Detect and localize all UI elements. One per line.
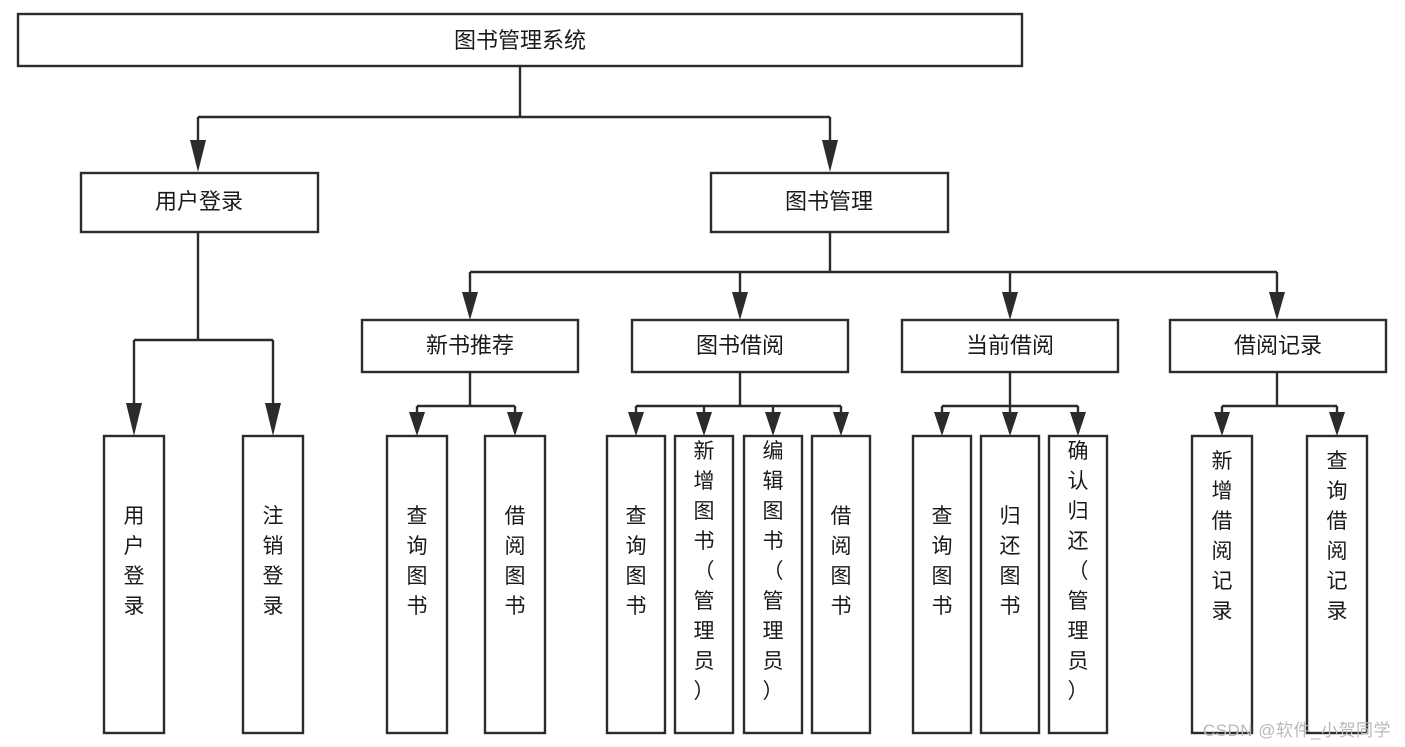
leaf-node[interactable]: 用户登录: [102, 434, 166, 735]
leaf-node[interactable]: 借阅图书: [483, 434, 547, 735]
node-user-login-box[interactable]: [79, 171, 320, 234]
arrow-head-leaf-borrow-record-0: [1214, 412, 1230, 436]
arrow-head-leaf-user-login-1: [265, 403, 281, 436]
leaf-book-borrow-0-box[interactable]: [605, 434, 667, 735]
leaf-book-borrow-3-label: 借阅图书: [831, 505, 852, 618]
arrow-head-borrowrecord: [1269, 292, 1285, 320]
leaf-borrow-record-0-label: 新增借阅记录: [1212, 450, 1233, 623]
arrow-head-leaf-current-borrow-1: [1002, 412, 1018, 436]
node-user-login[interactable]: 用户登录: [79, 171, 320, 234]
leaf-new-book-1-box[interactable]: [483, 434, 547, 735]
arrow-head-userlogin: [190, 140, 206, 172]
leaf-node[interactable]: 注销登录: [241, 434, 305, 735]
connector-group-bookborrow-leaves: [628, 372, 849, 436]
leaf-book-borrow-2-label: 编辑图书（管理员）: [763, 440, 784, 703]
node-new-book-recommend-box[interactable]: [360, 318, 580, 374]
leaf-user-login-1-box[interactable]: [241, 434, 305, 735]
leaf-node[interactable]: 编辑图书（管理员）: [742, 434, 804, 735]
connector-group-currentborrow-leaves: [934, 372, 1086, 436]
leaf-node[interactable]: 确认归还（管理员）: [1047, 434, 1109, 735]
leaf-book-borrow-1-box[interactable]: [673, 434, 735, 735]
leaf-node[interactable]: 借阅图书: [810, 434, 872, 735]
leaf-node[interactable]: 查询借阅记录: [1305, 434, 1369, 735]
node-new-book-recommend[interactable]: 新书推荐: [360, 318, 580, 374]
leaf-current-borrow-2-label: 确认归还（管理员）: [1068, 440, 1089, 703]
leaf-node[interactable]: 新增图书（管理员）: [673, 434, 735, 735]
leaf-node[interactable]: 查询图书: [605, 434, 667, 735]
leaf-current-borrow-1-box[interactable]: [979, 434, 1041, 735]
leaf-borrow-record-1-label: 查询借阅记录: [1327, 450, 1348, 623]
node-root-box[interactable]: [16, 12, 1024, 68]
node-root-system[interactable]: 图书管理系统: [16, 12, 1024, 68]
arrow-head-leaf-book-borrow-2: [765, 412, 781, 436]
connector-group-borrowrecord-leaves: [1214, 372, 1345, 436]
connector-group-userlogin-leaves: [126, 232, 281, 436]
leaf-node[interactable]: 查询图书: [911, 434, 973, 735]
arrow-head-leaf-book-borrow-3: [833, 412, 849, 436]
leaf-current-borrow-0-label: 查询图书: [932, 505, 953, 618]
leaf-user-login-0-label: 用户登录: [124, 505, 145, 618]
arrow-head-newbook: [462, 292, 478, 320]
node-current-borrow-label: 当前借阅: [966, 333, 1054, 358]
leaf-user-login-0-box[interactable]: [102, 434, 166, 735]
node-book-borrow[interactable]: 图书借阅: [630, 318, 850, 374]
node-current-borrow-box[interactable]: [900, 318, 1120, 374]
node-book-borrow-label: 图书借阅: [696, 333, 784, 358]
leaf-book-borrow-2-box[interactable]: [742, 434, 804, 735]
node-book-management-label: 图书管理: [785, 189, 873, 214]
leaf-new-book-0-label: 查询图书: [407, 505, 428, 618]
node-borrow-record-label: 借阅记录: [1234, 333, 1322, 358]
node-book-borrow-box[interactable]: [630, 318, 850, 374]
connector-group-newbook-leaves: [409, 372, 523, 436]
leaf-current-borrow-0-box[interactable]: [911, 434, 973, 735]
arrow-head-leaf-current-borrow-0: [934, 412, 950, 436]
node-borrow-record-box[interactable]: [1168, 318, 1388, 374]
arrow-head-leaf-new-book-1: [507, 412, 523, 436]
connector-group-root: [190, 66, 838, 172]
leaf-node[interactable]: 新增借阅记录: [1190, 434, 1254, 735]
node-book-management[interactable]: 图书管理: [709, 171, 950, 234]
leaf-current-borrow-2-box[interactable]: [1047, 434, 1109, 735]
leaf-node[interactable]: 归还图书: [979, 434, 1041, 735]
node-borrow-record[interactable]: 借阅记录: [1168, 318, 1388, 374]
leaf-book-borrow-3-box[interactable]: [810, 434, 872, 735]
leaf-current-borrow-1-label: 归还图书: [1000, 505, 1021, 618]
leaf-book-borrow-0-label: 查询图书: [626, 505, 647, 618]
connector-group-bookmgmt: [462, 232, 1285, 320]
arrow-head-leaf-book-borrow-0: [628, 412, 644, 436]
node-new-book-recommend-label: 新书推荐: [426, 333, 514, 358]
arrow-head-leaf-book-borrow-1: [696, 412, 712, 436]
arrow-head-leaf-current-borrow-2: [1070, 412, 1086, 436]
arrow-head-leaf-borrow-record-1: [1329, 412, 1345, 436]
node-current-borrow[interactable]: 当前借阅: [900, 318, 1120, 374]
arrow-head-bookmgmt: [822, 140, 838, 172]
leaf-new-book-0-box[interactable]: [385, 434, 449, 735]
leaf-borrow-record-0-box[interactable]: [1190, 434, 1254, 735]
leaf-book-borrow-1-label: 新增图书（管理员）: [694, 440, 715, 703]
arrow-head-currentborrow: [1002, 292, 1018, 320]
node-user-login-label: 用户登录: [155, 189, 243, 214]
node-root-label: 图书管理系统: [454, 28, 586, 53]
arrow-head-leaf-user-login-0: [126, 403, 142, 436]
arrow-head-bookborrow: [732, 292, 748, 320]
leaf-node[interactable]: 查询图书: [385, 434, 449, 735]
arrow-head-leaf-new-book-0: [409, 412, 425, 436]
leaf-user-login-1-label: 注销登录: [263, 505, 284, 618]
node-book-management-box[interactable]: [709, 171, 950, 234]
leaf-new-book-1-label: 借阅图书: [505, 505, 526, 618]
leaf-borrow-record-1-box[interactable]: [1305, 434, 1369, 735]
